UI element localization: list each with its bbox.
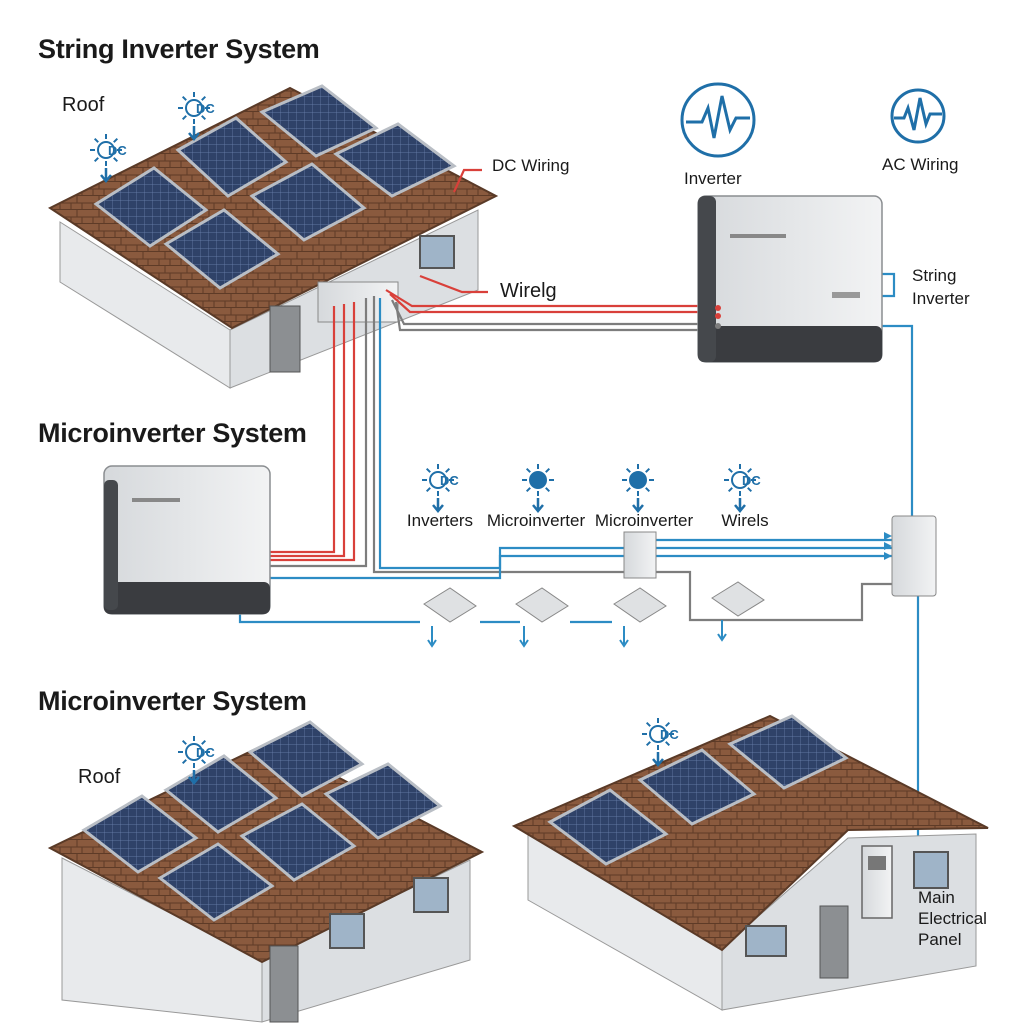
arrow-down-icon	[632, 498, 644, 513]
solar-panel	[333, 122, 457, 198]
icon-row-label-microinverter-2: Microinverter	[594, 511, 694, 530]
door	[269, 305, 301, 373]
house-string-inverter	[48, 84, 499, 389]
solar-panel	[259, 84, 379, 158]
arrow-down-icon	[188, 126, 200, 141]
sun-dc-icon: DC	[90, 134, 127, 183]
arrow-down-icon	[734, 498, 746, 513]
arrow-down-icon	[432, 498, 444, 513]
solar-panel	[93, 166, 209, 248]
microinverter-system-title-bottom: Microinverter System	[38, 686, 307, 716]
solar-panel	[175, 116, 289, 198]
ac-wiring-label: AC Wiring	[882, 155, 959, 174]
wiring-label: Wirelg	[500, 280, 557, 302]
solar-panel	[157, 842, 275, 922]
microinverter-system-title: Microinverter System	[38, 418, 307, 448]
string-inverter-system-title: String Inverter System	[38, 34, 320, 64]
house-microinverter-right	[511, 714, 989, 1011]
dc-text: DC	[196, 101, 215, 116]
dc-text: DC	[742, 473, 761, 488]
arrow-down-icon	[532, 498, 544, 513]
main-panel-label-line2: Electrical	[918, 909, 987, 928]
ac-disconnect-box	[891, 515, 937, 597]
dc-wiring-label: DC Wiring	[492, 156, 570, 175]
icon-row-label-microinverter: Microinverter	[486, 511, 586, 530]
sun-dc-icon: DC	[642, 718, 679, 767]
arrow-down-icon	[652, 752, 664, 767]
sun-dc-icon: DC	[178, 736, 215, 785]
main-panel-label-line1: Main	[918, 888, 955, 907]
solar-panel	[247, 720, 365, 798]
neutral-wiring-lines	[254, 296, 892, 622]
roof-label: Roof	[62, 94, 105, 116]
string-inverter-unit	[697, 195, 883, 363]
microinverter-system-inverter-unit	[103, 465, 271, 615]
dc-text: DC	[440, 473, 459, 488]
dc-text: DC	[196, 745, 215, 760]
junction-box	[317, 281, 399, 323]
microinverter-unit	[711, 581, 765, 642]
icon-row-label-wires: Wirels	[721, 511, 769, 530]
dc-wiring-lines	[254, 168, 716, 562]
sun-icon	[522, 464, 554, 513]
arrow-down-icon	[100, 168, 112, 183]
waveform-icon	[680, 82, 756, 158]
solar-panel	[249, 162, 367, 242]
microinverter-unit	[515, 587, 569, 648]
solar-panel	[547, 788, 669, 866]
string-inverter-label-line1: String	[912, 266, 957, 285]
sun-icon	[622, 464, 654, 513]
sun-icon-layer: DC DC DC DC DC DC	[90, 92, 761, 785]
solar-panel	[81, 794, 199, 874]
dc-text: DC	[660, 727, 679, 742]
sun-dc-icon: DC	[422, 464, 459, 513]
string-inverter-label-line2: Inverter	[912, 289, 970, 308]
window	[419, 235, 455, 269]
arrow-down-icon	[188, 770, 200, 785]
solar-panel	[637, 748, 757, 826]
solar-panel	[163, 208, 281, 290]
solar-panel	[323, 762, 443, 840]
main-electrical-panel	[861, 845, 893, 919]
roof-bottom-right	[511, 714, 989, 952]
solar-panel	[239, 802, 357, 882]
roof-label-bottom: Roof	[78, 766, 121, 788]
dc-text: DC	[108, 143, 127, 158]
icon-row-label-inverters: Inverters	[406, 511, 474, 530]
house-microinverter-left	[47, 720, 485, 1023]
inverter-label: Inverter	[684, 169, 742, 188]
microinverter-unit	[423, 587, 477, 648]
main-panel-label-line3: Panel	[918, 930, 962, 949]
microinverter-unit	[613, 587, 667, 648]
combiner-box	[623, 531, 657, 579]
sun-dc-icon: DC	[724, 464, 761, 513]
sun-dc-icon: DC	[178, 92, 215, 141]
solar-panel	[727, 714, 849, 790]
waveform-icon	[890, 88, 946, 144]
